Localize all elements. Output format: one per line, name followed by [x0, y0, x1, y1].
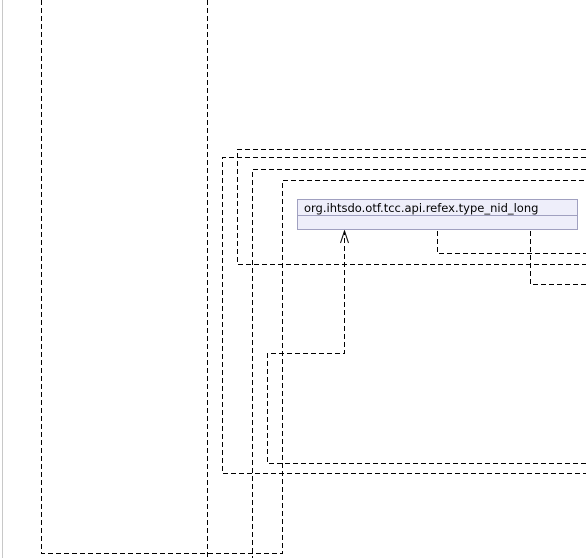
dependency-edge-loop-large: [222, 157, 586, 474]
class-node-type-nid-long[interactable]: org.ihtsdo.otf.tcc.api.refex.type_nid_lo…: [297, 199, 578, 230]
class-node-box: [297, 199, 578, 230]
class-node-label: org.ihtsdo.otf.tcc.api.refex.type_nid_lo…: [304, 201, 538, 215]
arrow-head-icon: [340, 229, 349, 244]
dependency-edge-out-2: [530, 231, 586, 285]
dependency-edge-out-1: [437, 231, 586, 254]
dependency-edge-outer: [41, 0, 586, 554]
dependency-edge-down: [252, 169, 586, 558]
dependency-edge-into-node: [267, 232, 586, 464]
